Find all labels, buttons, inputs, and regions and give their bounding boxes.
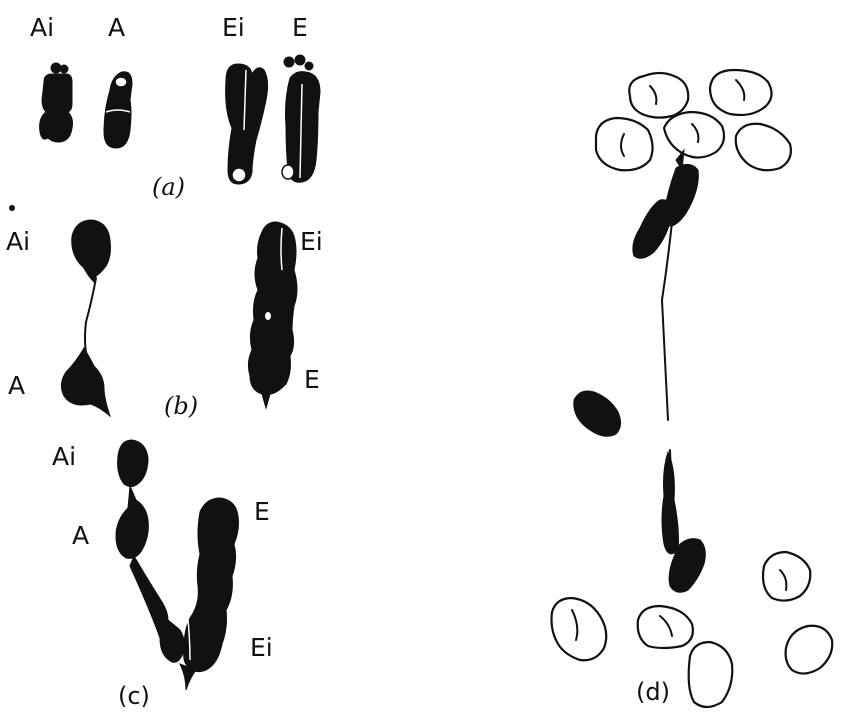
panel-b-label-e: E xyxy=(304,365,320,394)
panel-c-caption: (c) xyxy=(118,682,150,710)
panel-b-caption: (b) xyxy=(164,392,198,420)
panel-b-label-a: A xyxy=(8,371,25,400)
panel-a-caption: (a) xyxy=(152,173,185,201)
panel-a: Ai A Ei E (a) xyxy=(30,13,320,201)
panel-a-label-a: A xyxy=(108,13,125,42)
upper-chromosome-cluster xyxy=(596,70,791,170)
panel-b-label-ai: Ai xyxy=(6,227,30,256)
lagging-chromosomes xyxy=(574,150,706,592)
panel-c-label-ai: Ai xyxy=(52,442,76,471)
chromosome-e xyxy=(282,55,320,182)
panel-c: Ai A E Ei (c) xyxy=(52,440,273,710)
chromosome-ai xyxy=(40,63,73,142)
panel-b: Ai A Ei E (b) xyxy=(6,206,323,421)
panel-b-label-ei: Ei xyxy=(300,227,323,256)
v-shaped-quadrivalent xyxy=(116,440,239,690)
panel-d: (d) xyxy=(552,70,833,707)
chromosome-pair-ai-a xyxy=(61,220,110,416)
panel-c-label-a: A xyxy=(72,521,89,550)
stray-dot xyxy=(10,206,15,211)
panel-a-label-e: E xyxy=(292,13,308,42)
panel-d-caption: (d) xyxy=(636,678,670,706)
chromosome-a xyxy=(104,72,132,148)
panel-a-label-ai: Ai xyxy=(30,13,54,42)
panel-c-label-ei: Ei xyxy=(250,633,273,662)
chromosome-ei xyxy=(226,64,268,184)
panel-c-label-e: E xyxy=(254,497,270,526)
chromosome-pair-ei-e xyxy=(248,222,297,408)
panel-a-label-ei: Ei xyxy=(222,13,245,42)
